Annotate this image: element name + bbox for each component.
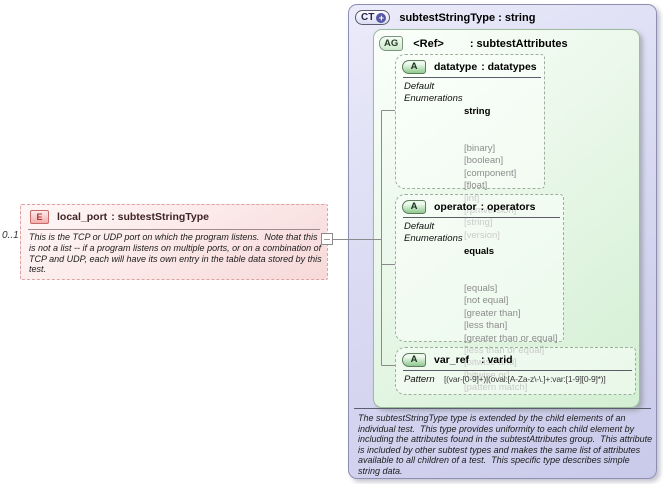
facet-label-default: Default (404, 81, 435, 92)
attribute-header: A datatype : datatypes (396, 55, 544, 74)
element-documentation: This is the TCP or UDP port on which the… (29, 232, 322, 275)
list-item: [greater than or equal] (464, 332, 558, 344)
attribute-header: A operator : operators (396, 195, 563, 214)
header-separator (403, 217, 560, 218)
list-item: [greater than] (464, 307, 521, 319)
element-box-local-port: E local_port : subtestStringType This is… (20, 204, 328, 280)
element-header: E local_port : subtestStringType (21, 205, 327, 225)
list-item: including the attributes found in the su… (358, 434, 652, 445)
complex-type-title: subtestStringType : string (399, 11, 536, 24)
facet-labels: Default Enumerations (404, 81, 464, 267)
attribute-group-ref: <Ref> (413, 37, 444, 50)
default-value: string (464, 105, 491, 117)
element-type: : subtestStringType (111, 211, 209, 223)
cardinality-label: 0..1 (2, 230, 19, 241)
attribute-box-var-ref: A var_ref : varid Pattern [(var-[0-9]+)|… (395, 347, 636, 395)
attribute-badge: A (402, 352, 426, 367)
attribute-badge: A (402, 59, 426, 74)
list-item: is included by other subtest types and m… (358, 444, 641, 455)
attribute-group-badge: AG (379, 36, 404, 51)
complex-type-box: CT + subtestStringType : string AG <Ref>… (348, 4, 657, 479)
attribute-badge: A (402, 199, 426, 214)
list-item: available to all children of a test. Thi… (358, 455, 630, 466)
attribute-name: datatype (434, 60, 478, 73)
documentation-separator (354, 408, 651, 409)
attribute-type: : datatypes (481, 60, 537, 73)
attribute-group-header: AG <Ref> : subtestAttributes (379, 36, 568, 51)
list-item: TCP and UDP, each will have its own entr… (29, 253, 322, 264)
header-separator (403, 77, 541, 78)
list-item: string data. (358, 465, 403, 476)
facet-label-enumerations: Enumerations (404, 93, 463, 105)
ct-badge-label: CT (361, 12, 375, 23)
list-item: test. (29, 264, 47, 275)
attribute-facets: Pattern [(var-[0-9]+)|(oval:[A-Za-z\-\.]… (396, 374, 635, 385)
list-item: [component] (464, 167, 517, 179)
attribute-name: var_ref (434, 353, 470, 366)
complex-type-header: CT + subtestStringType : string (355, 10, 535, 25)
expand-plus-icon[interactable]: + (376, 12, 387, 23)
default-value: equals (464, 245, 495, 257)
attribute-name: operator (434, 200, 477, 213)
attribute-group-type: : subtestAttributes (469, 37, 568, 50)
header-separator (403, 370, 632, 371)
list-item: [binary] (464, 143, 496, 155)
list-item: [less than] (464, 320, 508, 332)
element-name: local_port (57, 211, 108, 223)
complex-type-documentation: The subtestStringType type is extended b… (358, 413, 652, 477)
list-item: [equals] (464, 283, 498, 295)
list-item: individual test. This type provides unif… (358, 423, 635, 434)
list-item: This is the TCP or UDP port on which the… (29, 232, 318, 242)
list-item: [float] (464, 180, 488, 192)
attribute-type: : varid (481, 353, 513, 366)
pattern-value: [(var-[0-9]+)|(oval:[A-Za-z\-\.]+:var:[1… (444, 374, 606, 384)
facet-label-pattern: Pattern (404, 374, 435, 385)
list-item: The subtestStringType type is extended b… (358, 413, 626, 423)
attribute-header: A var_ref : varid (396, 348, 635, 367)
attribute-box-datatype: A datatype : datatypes Default Enumerati… (395, 54, 545, 241)
list-item: [boolean] (464, 155, 504, 167)
facet-labels: Default Enumerations (404, 221, 464, 420)
list-item: [not equal] (464, 295, 509, 307)
complex-type-badge: CT + (355, 10, 391, 25)
header-separator (28, 229, 320, 230)
facet-label-default: Default (404, 221, 435, 232)
element-badge: E (30, 210, 49, 224)
facet-label-enumerations: Enumerations (404, 233, 463, 245)
attribute-type: : operators (480, 200, 536, 213)
attribute-box-operator: A operator : operators Default Enumerati… (395, 194, 564, 393)
attribute-group-box: AG <Ref> : subtestAttributes A datatype … (373, 29, 640, 408)
list-item: is not a list -- if a program listens on… (29, 242, 322, 253)
